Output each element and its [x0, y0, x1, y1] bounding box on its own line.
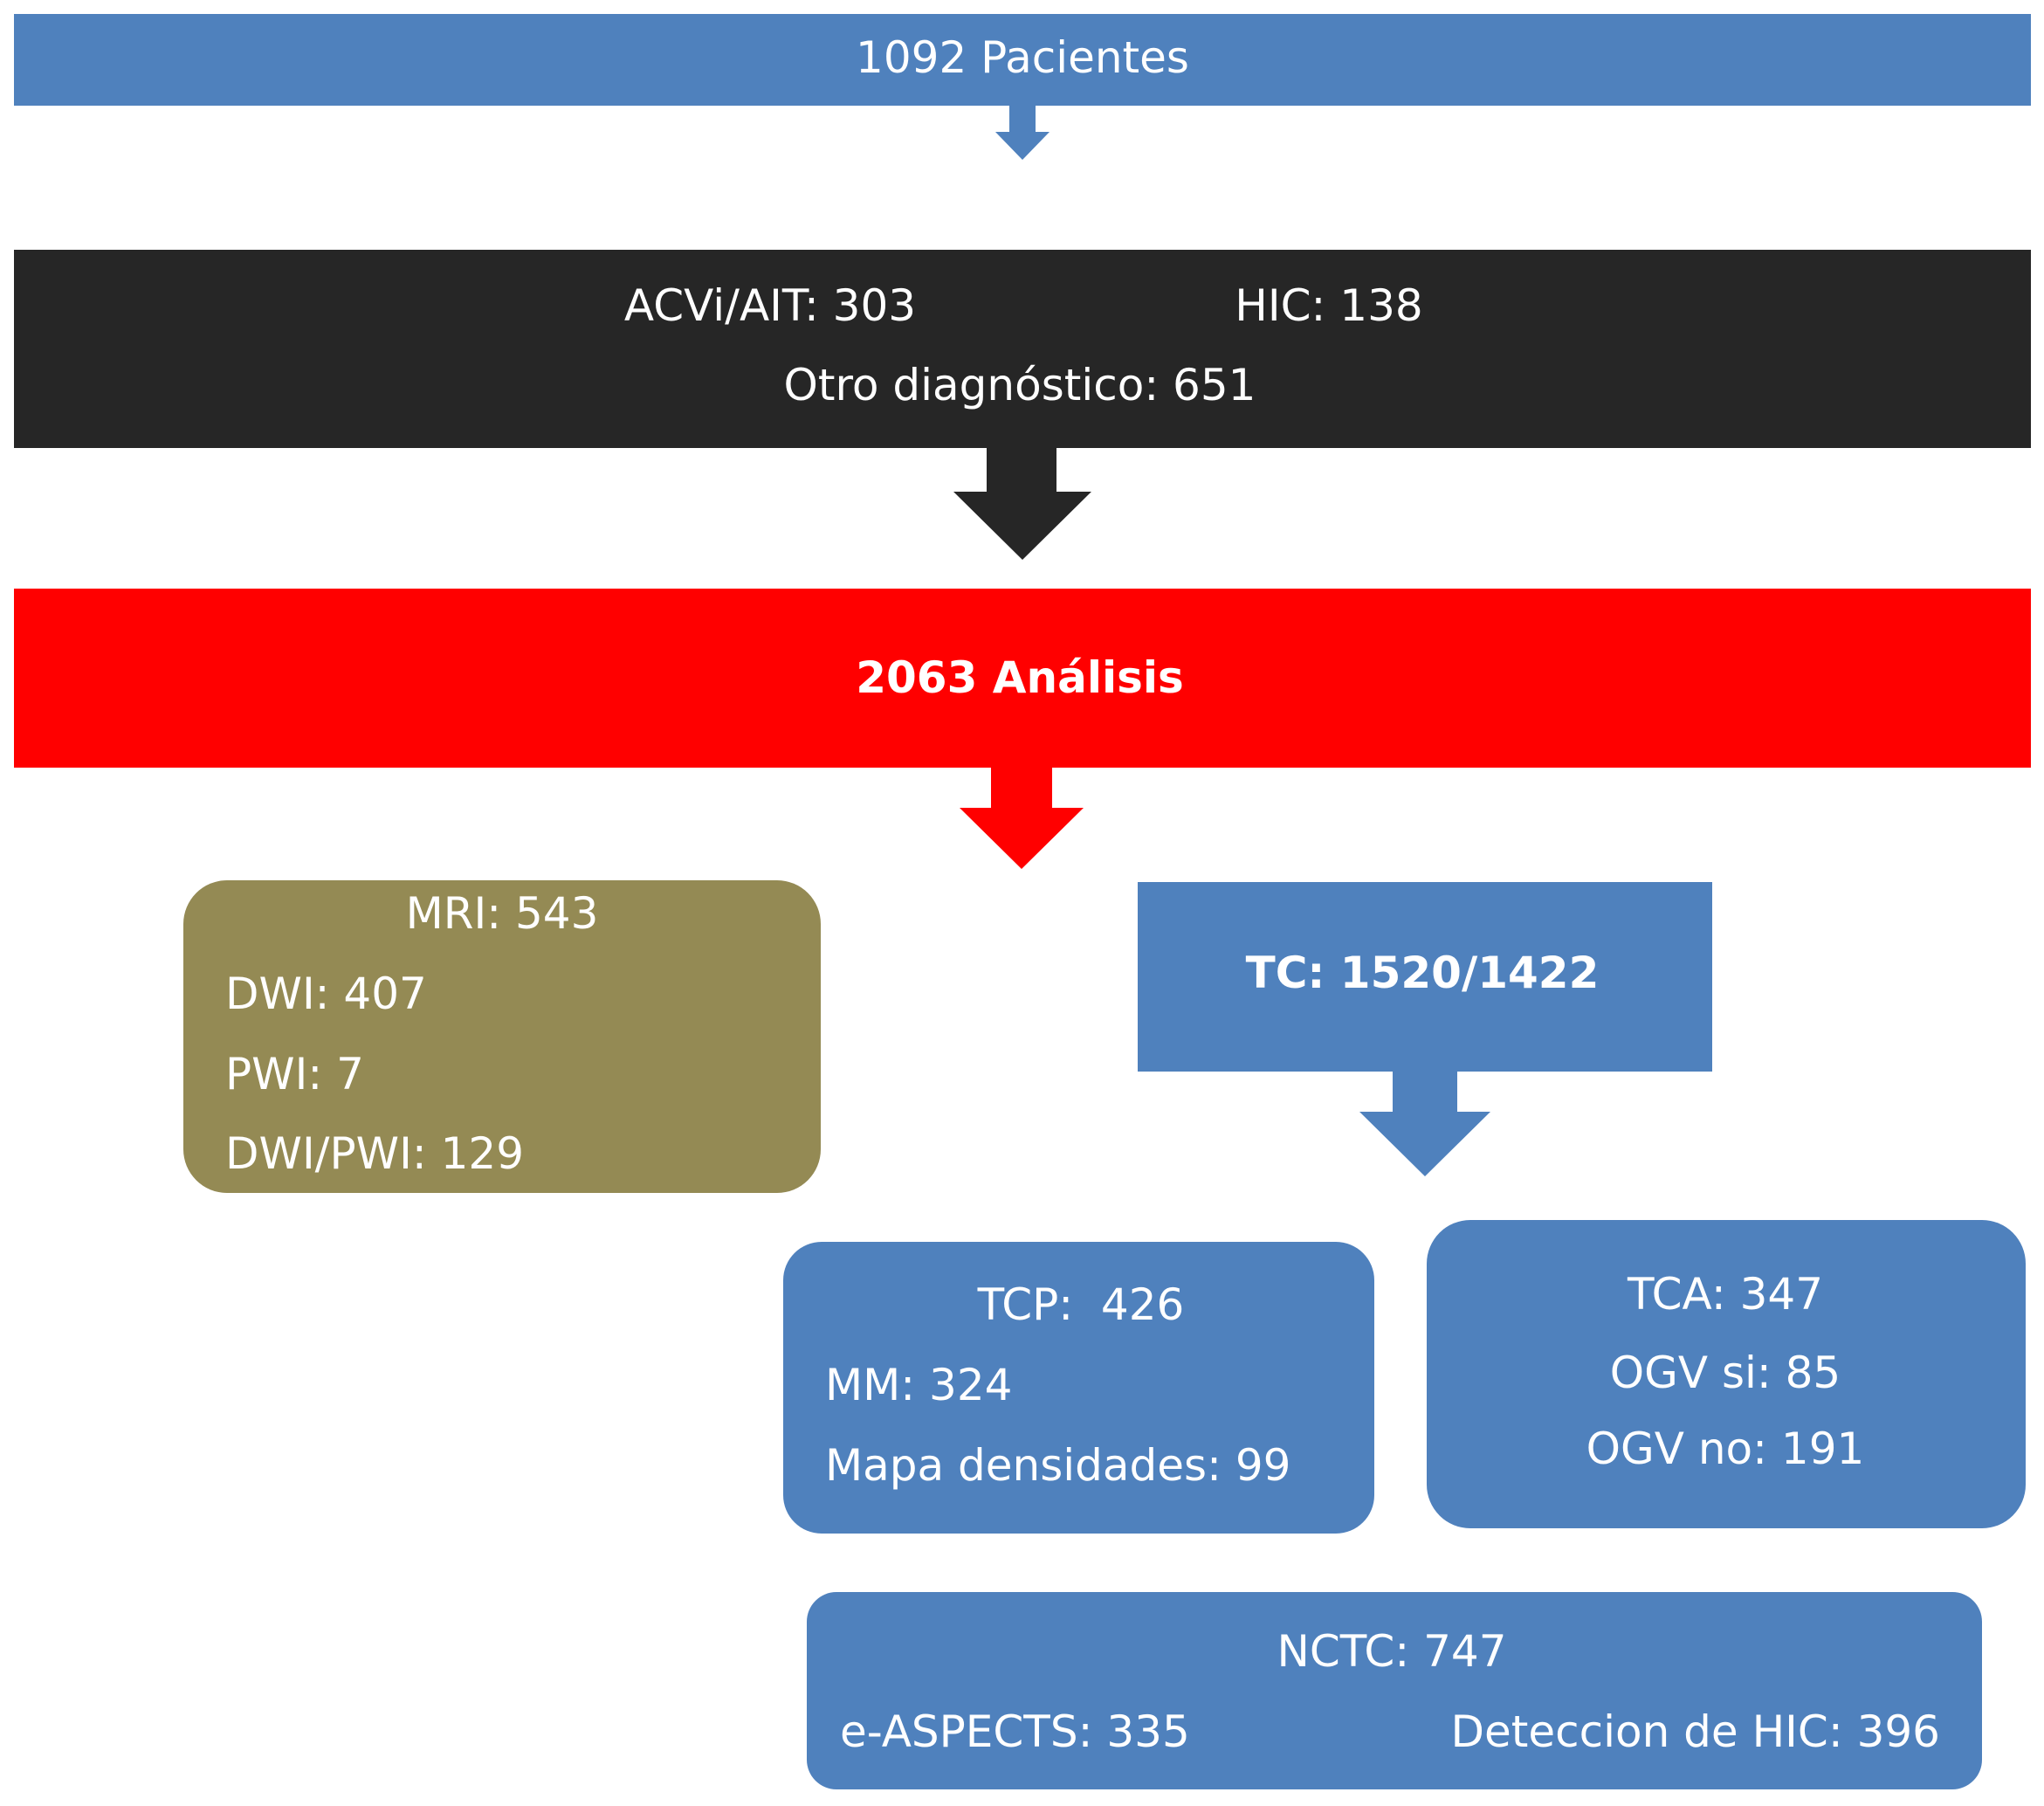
tcp-title: TCP: 426: [977, 1279, 1185, 1330]
arrow-tc-to-subtypes: [1359, 1072, 1490, 1176]
nctc-box: NCTC: 747 e-ASPECTS: 335 Deteccion de HI…: [807, 1592, 1982, 1789]
arrow-analysis-to-exams: [960, 768, 1084, 869]
tc-label: TC: 1520/1422: [1245, 948, 1600, 998]
tca-box: TCA: 347 OGV si: 85 OGV no: 191: [1427, 1220, 2026, 1528]
arrow-patients-to-diagnosis: [995, 106, 1050, 160]
tca-title: TCA: 347: [1627, 1269, 1824, 1320]
diagnosis-box: ACVi/AIT: 303 HIC: 138 Otro diagnóstico:…: [14, 250, 2031, 448]
nctc-title: NCTC: 747: [1277, 1626, 1507, 1677]
tcp-box: TCP: 426 MM: 324 Mapa densidades: 99: [783, 1242, 1374, 1534]
analysis-label: 2063 Análisis: [856, 652, 1184, 703]
mri-pwi: PWI: 7: [225, 1049, 364, 1099]
tca-ogv-no: OGV no: 191: [1586, 1423, 1865, 1474]
diagnosis-other: Otro diagnóstico: 651: [783, 360, 1256, 410]
tcp-mm: MM: 324: [825, 1360, 1013, 1410]
nctc-hic-detection: Deteccion de HIC: 396: [1450, 1706, 1941, 1757]
diagnosis-hic: HIC: 138: [1235, 280, 1423, 331]
tcp-density-map: Mapa densidades: 99: [825, 1440, 1291, 1491]
patients-box: 1092 Pacientes: [14, 14, 2031, 106]
mri-box: MRI: 543 DWI: 407 PWI: 7 DWI/PWI: 129: [183, 880, 821, 1193]
patients-label: 1092 Pacientes: [856, 32, 1189, 83]
tc-box: TC: 1520/1422: [1138, 882, 1712, 1072]
diagnosis-acvi-ait: ACVi/AIT: 303: [623, 280, 917, 331]
tca-ogv-si: OGV si: 85: [1609, 1348, 1841, 1398]
mri-title: MRI: 543: [405, 888, 599, 939]
arrow-diagnosis-to-analysis: [953, 448, 1091, 560]
mri-dwi: DWI: 407: [225, 968, 427, 1019]
mri-dwi-pwi: DWI/PWI: 129: [225, 1128, 525, 1179]
nctc-easpects: e-ASPECTS: 335: [840, 1706, 1190, 1757]
analysis-box: 2063 Análisis: [14, 589, 2031, 768]
